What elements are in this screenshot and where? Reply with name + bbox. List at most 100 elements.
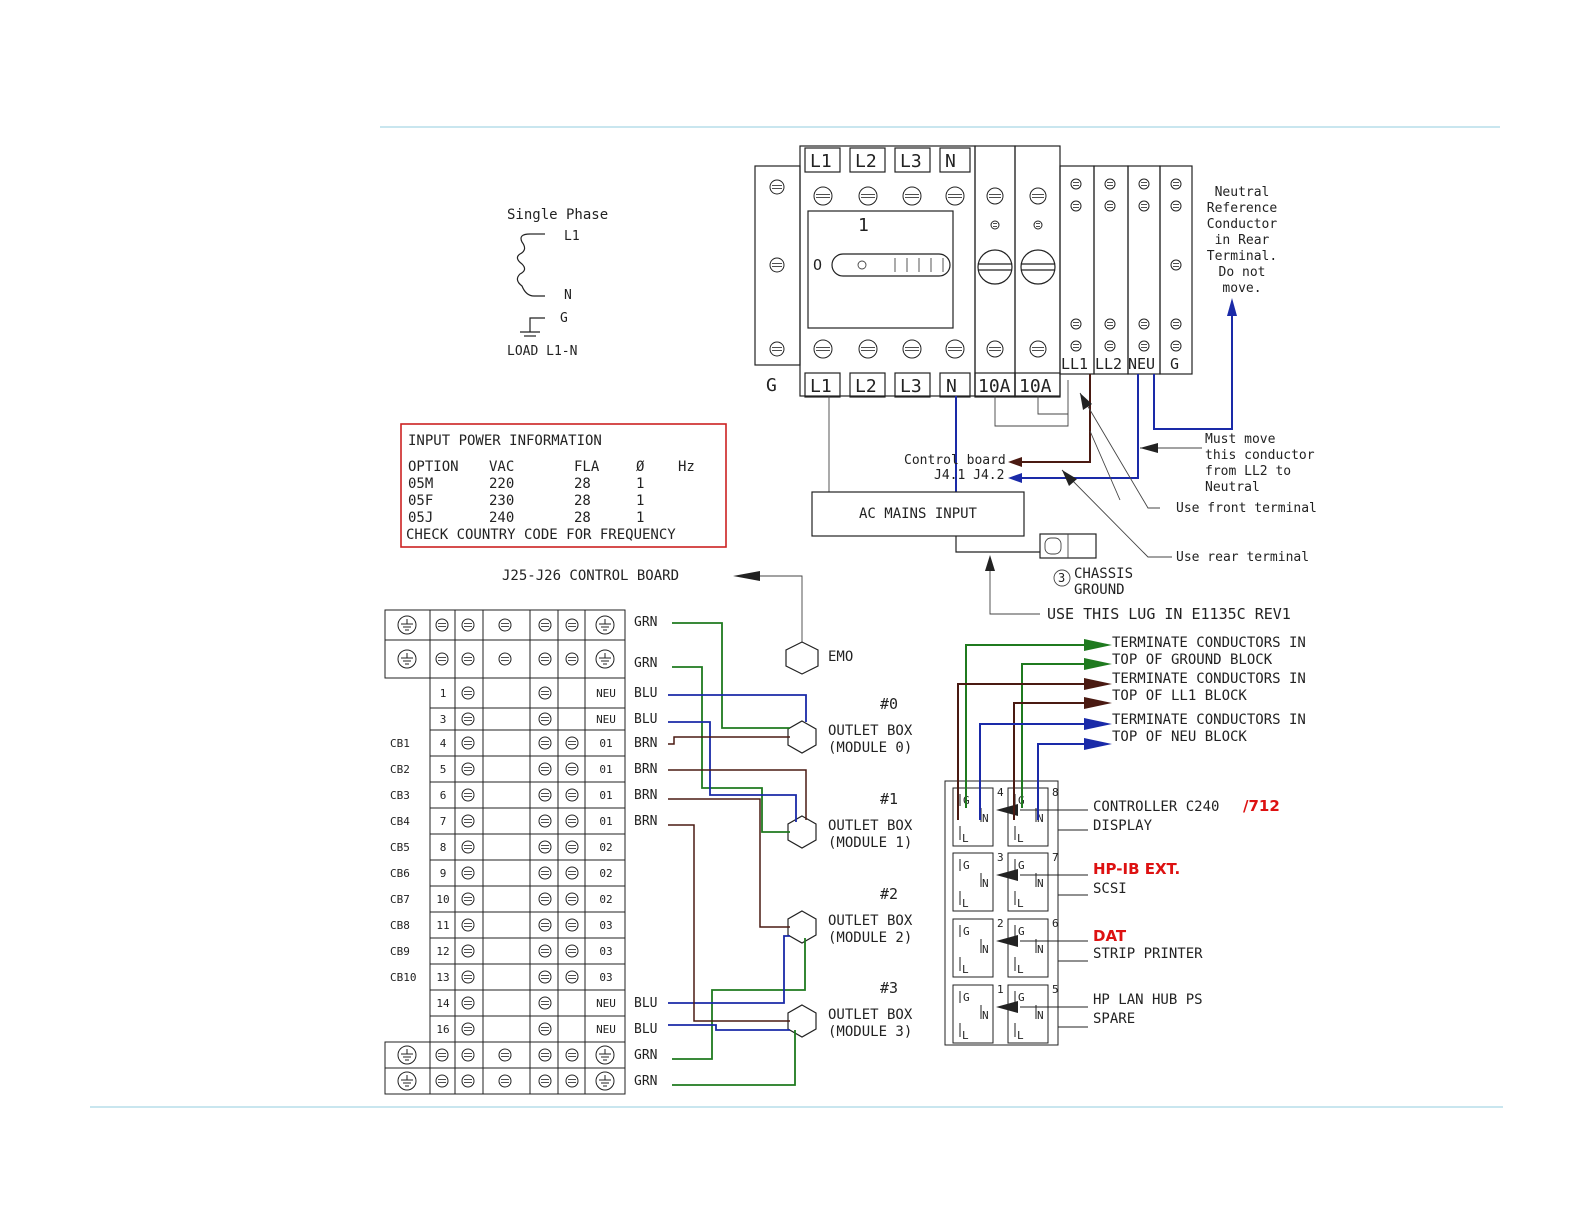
ground-terminal-row <box>384 1067 626 1095</box>
socket-l-label: L <box>1017 1029 1024 1042</box>
socket-n-label: N <box>982 877 989 890</box>
terminal-code: 03 <box>599 919 612 932</box>
screw-icon <box>461 1022 475 1036</box>
row-vac: 230 <box>489 493 514 509</box>
bottom-labels: L1 L2 L3 N 10A 10A <box>804 372 1061 398</box>
terminal-number: 6 <box>440 789 447 802</box>
terminal-number: 9 <box>440 867 447 880</box>
screw-icon <box>461 652 475 666</box>
control-board-pins: J4.1 J4.2 <box>934 468 1004 483</box>
wire <box>668 824 790 1022</box>
screw-icon <box>1070 318 1082 330</box>
terminal-code: 01 <box>599 763 612 776</box>
screw-icon <box>945 186 965 206</box>
outlet-box-number: #3 <box>880 979 898 997</box>
screw-icon <box>435 1074 449 1088</box>
terminal-code: 03 <box>599 945 612 958</box>
emo-connector <box>785 641 819 675</box>
screw-icon <box>461 618 475 632</box>
screw-icon <box>461 866 475 880</box>
screw-icon <box>858 186 878 206</box>
breaker-wiring <box>828 298 1237 558</box>
arrow-icon <box>996 935 1018 947</box>
screw-icon <box>538 1022 552 1036</box>
neu-note-line1: TERMINATE CONDUCTORS IN <box>1112 712 1306 728</box>
screw-icon <box>1170 259 1182 271</box>
wire-color-label: BRN <box>634 788 657 803</box>
device-scsi-label: SCSI <box>1093 881 1127 897</box>
socket-g-label: G <box>963 991 970 1004</box>
bottom-label-l2: L2 <box>855 376 877 397</box>
socket-n-label: N <box>1037 943 1044 956</box>
row-fla: 28 <box>574 476 591 492</box>
socket-number: 4 <box>997 786 1004 799</box>
screw-icon <box>435 618 449 632</box>
screw-icon <box>538 736 552 750</box>
must-move-line: this conductor <box>1205 448 1315 463</box>
j25-j26-label: J25-J26 CONTROL BOARD <box>502 568 679 584</box>
wire-color-label: BRN <box>634 736 657 751</box>
screw-icon <box>902 186 922 206</box>
neutral-note-line: Neutral <box>1215 185 1270 200</box>
screw-icon <box>538 866 552 880</box>
socket-g-label: G <box>963 859 970 872</box>
ground-terminal-row <box>384 639 626 679</box>
terminal-number: 8 <box>440 841 447 854</box>
screw-icon <box>1033 220 1043 230</box>
socket-n-label: N <box>1037 812 1044 825</box>
circuit-breaker-label: CB6 <box>390 867 410 880</box>
screw-icon <box>1138 318 1150 330</box>
screw-icon <box>461 970 475 984</box>
ground-note-line2: TOP OF GROUND BLOCK <box>1112 652 1273 668</box>
socket-number: 6 <box>1052 917 1059 930</box>
terminal-code: NEU <box>596 997 616 1010</box>
circuit-breaker-label: CB1 <box>390 737 410 750</box>
socket-l-label: L <box>962 897 969 910</box>
socket-n-label: N <box>1037 1009 1044 1022</box>
circuit-breaker-label: CB10 <box>390 971 417 984</box>
ground-terminal-row <box>384 1041 626 1069</box>
socket-number: 5 <box>1052 983 1059 996</box>
main-breaker-assembly: G 1 O LL1 LL2 NEU G <box>754 145 1193 398</box>
single-phase-title: Single Phase <box>507 207 608 223</box>
top-label-l3: L3 <box>900 151 922 172</box>
screw-icon <box>1104 340 1116 352</box>
power-row: 05F 230 28 1 <box>408 493 644 509</box>
device-lan-hub-label: HP LAN HUB PS <box>1093 992 1203 1008</box>
outlet-box-module: (MODULE 1) <box>828 835 912 851</box>
chassis-line2: GROUND <box>1074 582 1125 598</box>
socket-l-label: L <box>962 832 969 845</box>
neutral-note-line: Reference <box>1207 201 1278 216</box>
screw-icon <box>990 220 1000 230</box>
arrow-icon <box>1084 678 1112 690</box>
socket-l-label: L <box>962 963 969 976</box>
terminal-number: 11 <box>436 919 449 932</box>
wire-color-label: GRN <box>634 656 657 671</box>
circuit-breaker-label: CB9 <box>390 945 410 958</box>
screw-icon <box>565 618 579 632</box>
terminal-number: 7 <box>440 815 447 828</box>
wire-color-label: GRN <box>634 615 657 630</box>
row-fla: 28 <box>574 510 591 526</box>
breaker-screws <box>769 178 1182 359</box>
screw-icon <box>538 712 552 726</box>
wire <box>668 935 790 1004</box>
screw-icon <box>498 652 512 666</box>
top-label-l1: L1 <box>810 151 832 172</box>
block-label-neu: NEU <box>1128 355 1155 373</box>
screw-icon <box>538 996 552 1010</box>
arrow-icon <box>1084 639 1112 651</box>
neu-note-line2: TOP OF NEU BLOCK <box>1112 729 1247 745</box>
socket-n-label: N <box>1037 877 1044 890</box>
wire-color-label: BLU <box>634 1022 657 1037</box>
arrow-icon <box>1084 738 1112 750</box>
block-g <box>1159 165 1193 375</box>
